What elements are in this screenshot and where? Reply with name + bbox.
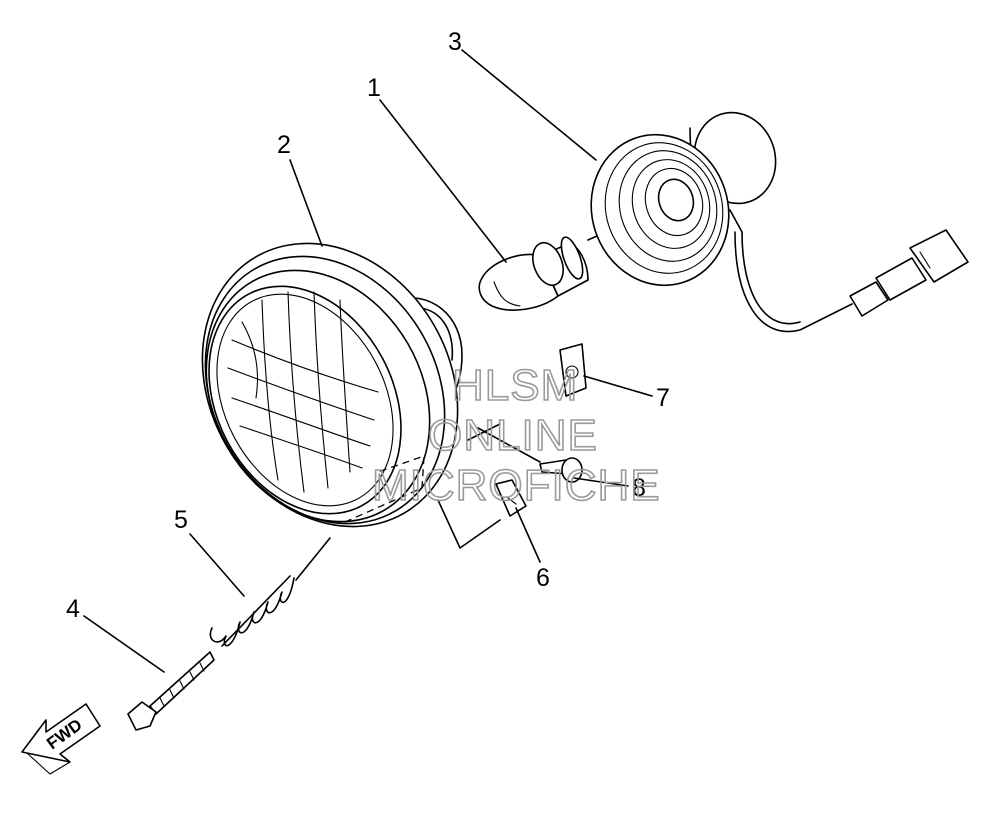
lens-pattern [227,291,379,493]
nut [495,479,527,517]
callout-5: 5 [174,506,188,534]
callout-8: 8 [632,474,646,502]
callout-1: 1 [367,74,381,102]
adjusting-screw [127,651,215,731]
headlight-unit [201,242,501,549]
callout-7: 7 [656,384,670,412]
bracket-clip [559,343,587,397]
forward-arrow: FWD [21,703,101,775]
spring [209,537,331,647]
callout-6: 6 [536,564,550,592]
leader-lines [83,49,653,673]
watermark: HLSM ONLINE MICROFICHE [371,360,661,511]
socket-harness [590,111,969,333]
watermark-line-1: HLSM [452,361,578,410]
callout-2: 2 [277,131,291,159]
watermark-line-2: ONLINE [428,411,598,460]
callout-labels: 1 2 3 4 5 6 7 8 [66,28,670,623]
callout-3: 3 [448,28,462,56]
watermark-line-3: MICROFICHE [372,461,661,510]
callout-4: 4 [66,595,80,623]
bulb [478,205,665,311]
screw [477,427,583,483]
